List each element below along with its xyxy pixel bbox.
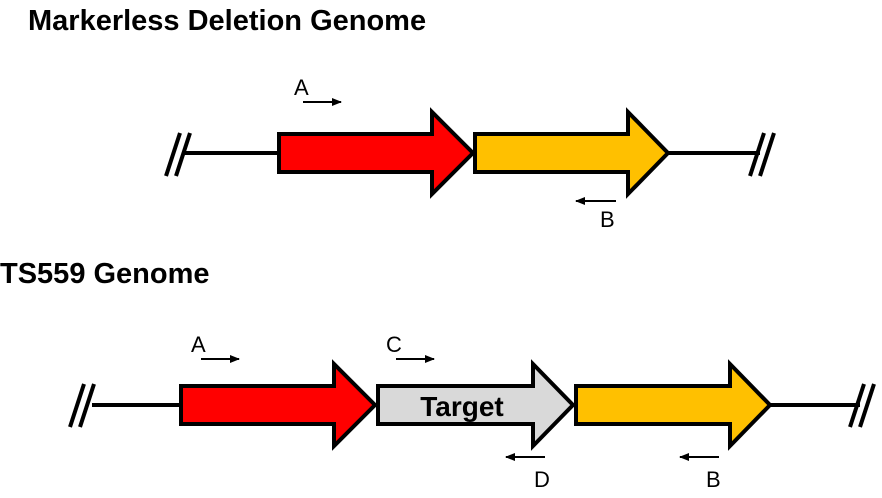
panel-title-markerless: Markerless Deletion Genome	[28, 5, 426, 37]
break-mark-left-2	[68, 383, 96, 428]
gene-arrow-red	[277, 107, 476, 199]
break-mark-left	[164, 132, 192, 177]
primer-label-b: B	[600, 207, 615, 232]
primer-label-b-2: B	[706, 467, 721, 492]
break-mark-right	[748, 132, 776, 177]
primer-label-a: A	[294, 75, 309, 100]
gene-label-target: Target	[420, 391, 504, 422]
gene-arrow-target	[376, 359, 576, 451]
gene-arrow-orange	[473, 107, 671, 199]
break-mark-right-2	[848, 383, 876, 428]
panel-title-ts559: TS559 Genome	[0, 258, 210, 290]
primer-label-c: C	[386, 332, 402, 357]
gene-arrow-red-2	[179, 359, 378, 451]
primer-label-a-2: A	[191, 332, 206, 357]
primer-label-d: D	[534, 467, 550, 492]
gene-arrow-orange-2	[574, 359, 773, 451]
